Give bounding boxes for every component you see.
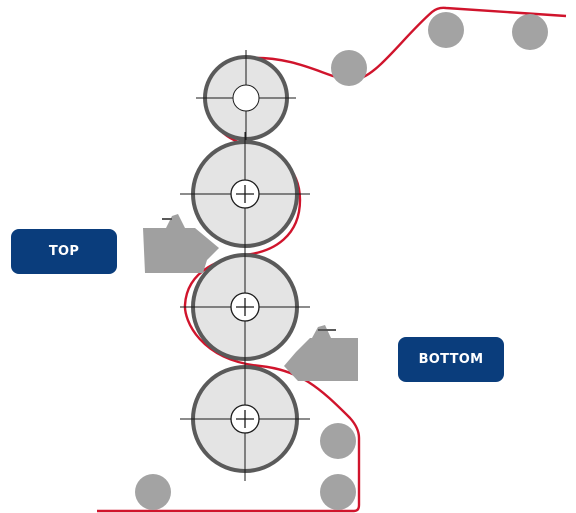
bottom-coater [284,325,358,381]
top-coater [143,214,219,273]
top-roll [196,50,296,147]
idler-roll-lower-2 [320,474,356,510]
large-roll-1 [180,132,310,256]
top-label: TOP [11,229,117,274]
large-roll-3 [180,357,310,481]
bottom-label: BOTTOM [398,337,504,382]
idler-roll-lower-1 [320,423,356,459]
idler-roll-upper-1 [331,50,367,86]
idler-roll-lower-3 [135,474,171,510]
idler-roll-upper-2 [428,12,464,48]
idler-roll-upper-3 [512,14,548,50]
